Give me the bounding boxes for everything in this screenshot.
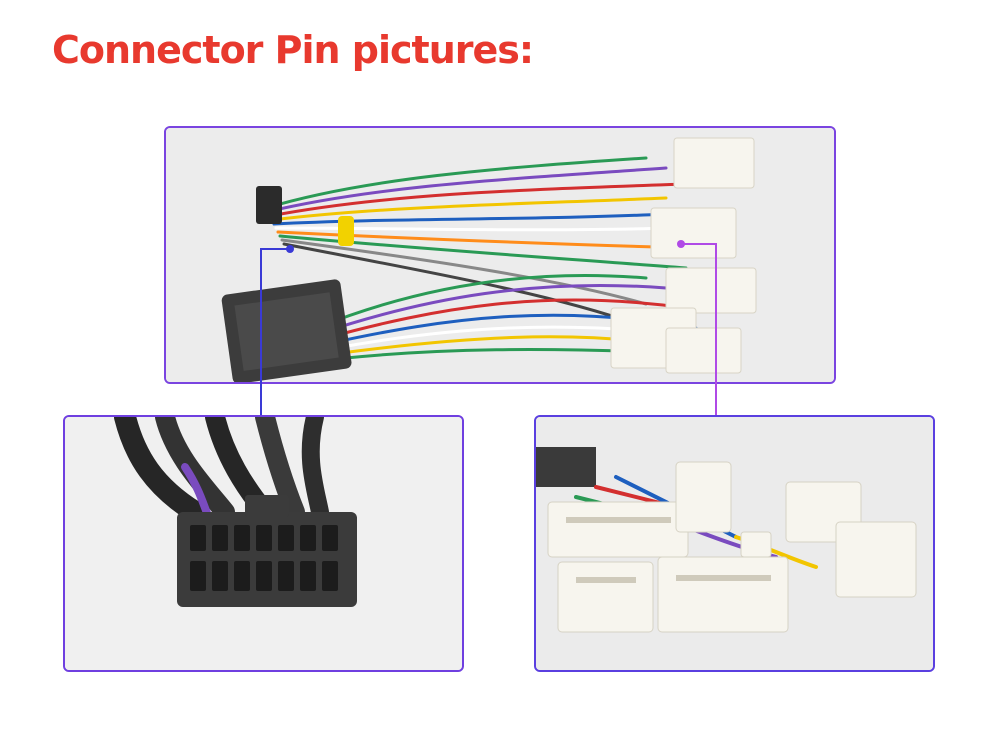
harness-illustration (166, 128, 834, 382)
harness-overview-photo (164, 126, 836, 384)
black-connector-illustration (65, 417, 462, 670)
white-connectors-closeup-photo (534, 415, 935, 672)
white-connectors-illustration (536, 417, 933, 670)
black-connector-closeup-photo (63, 415, 464, 672)
page-title: Connector Pin pictures: (52, 28, 534, 72)
